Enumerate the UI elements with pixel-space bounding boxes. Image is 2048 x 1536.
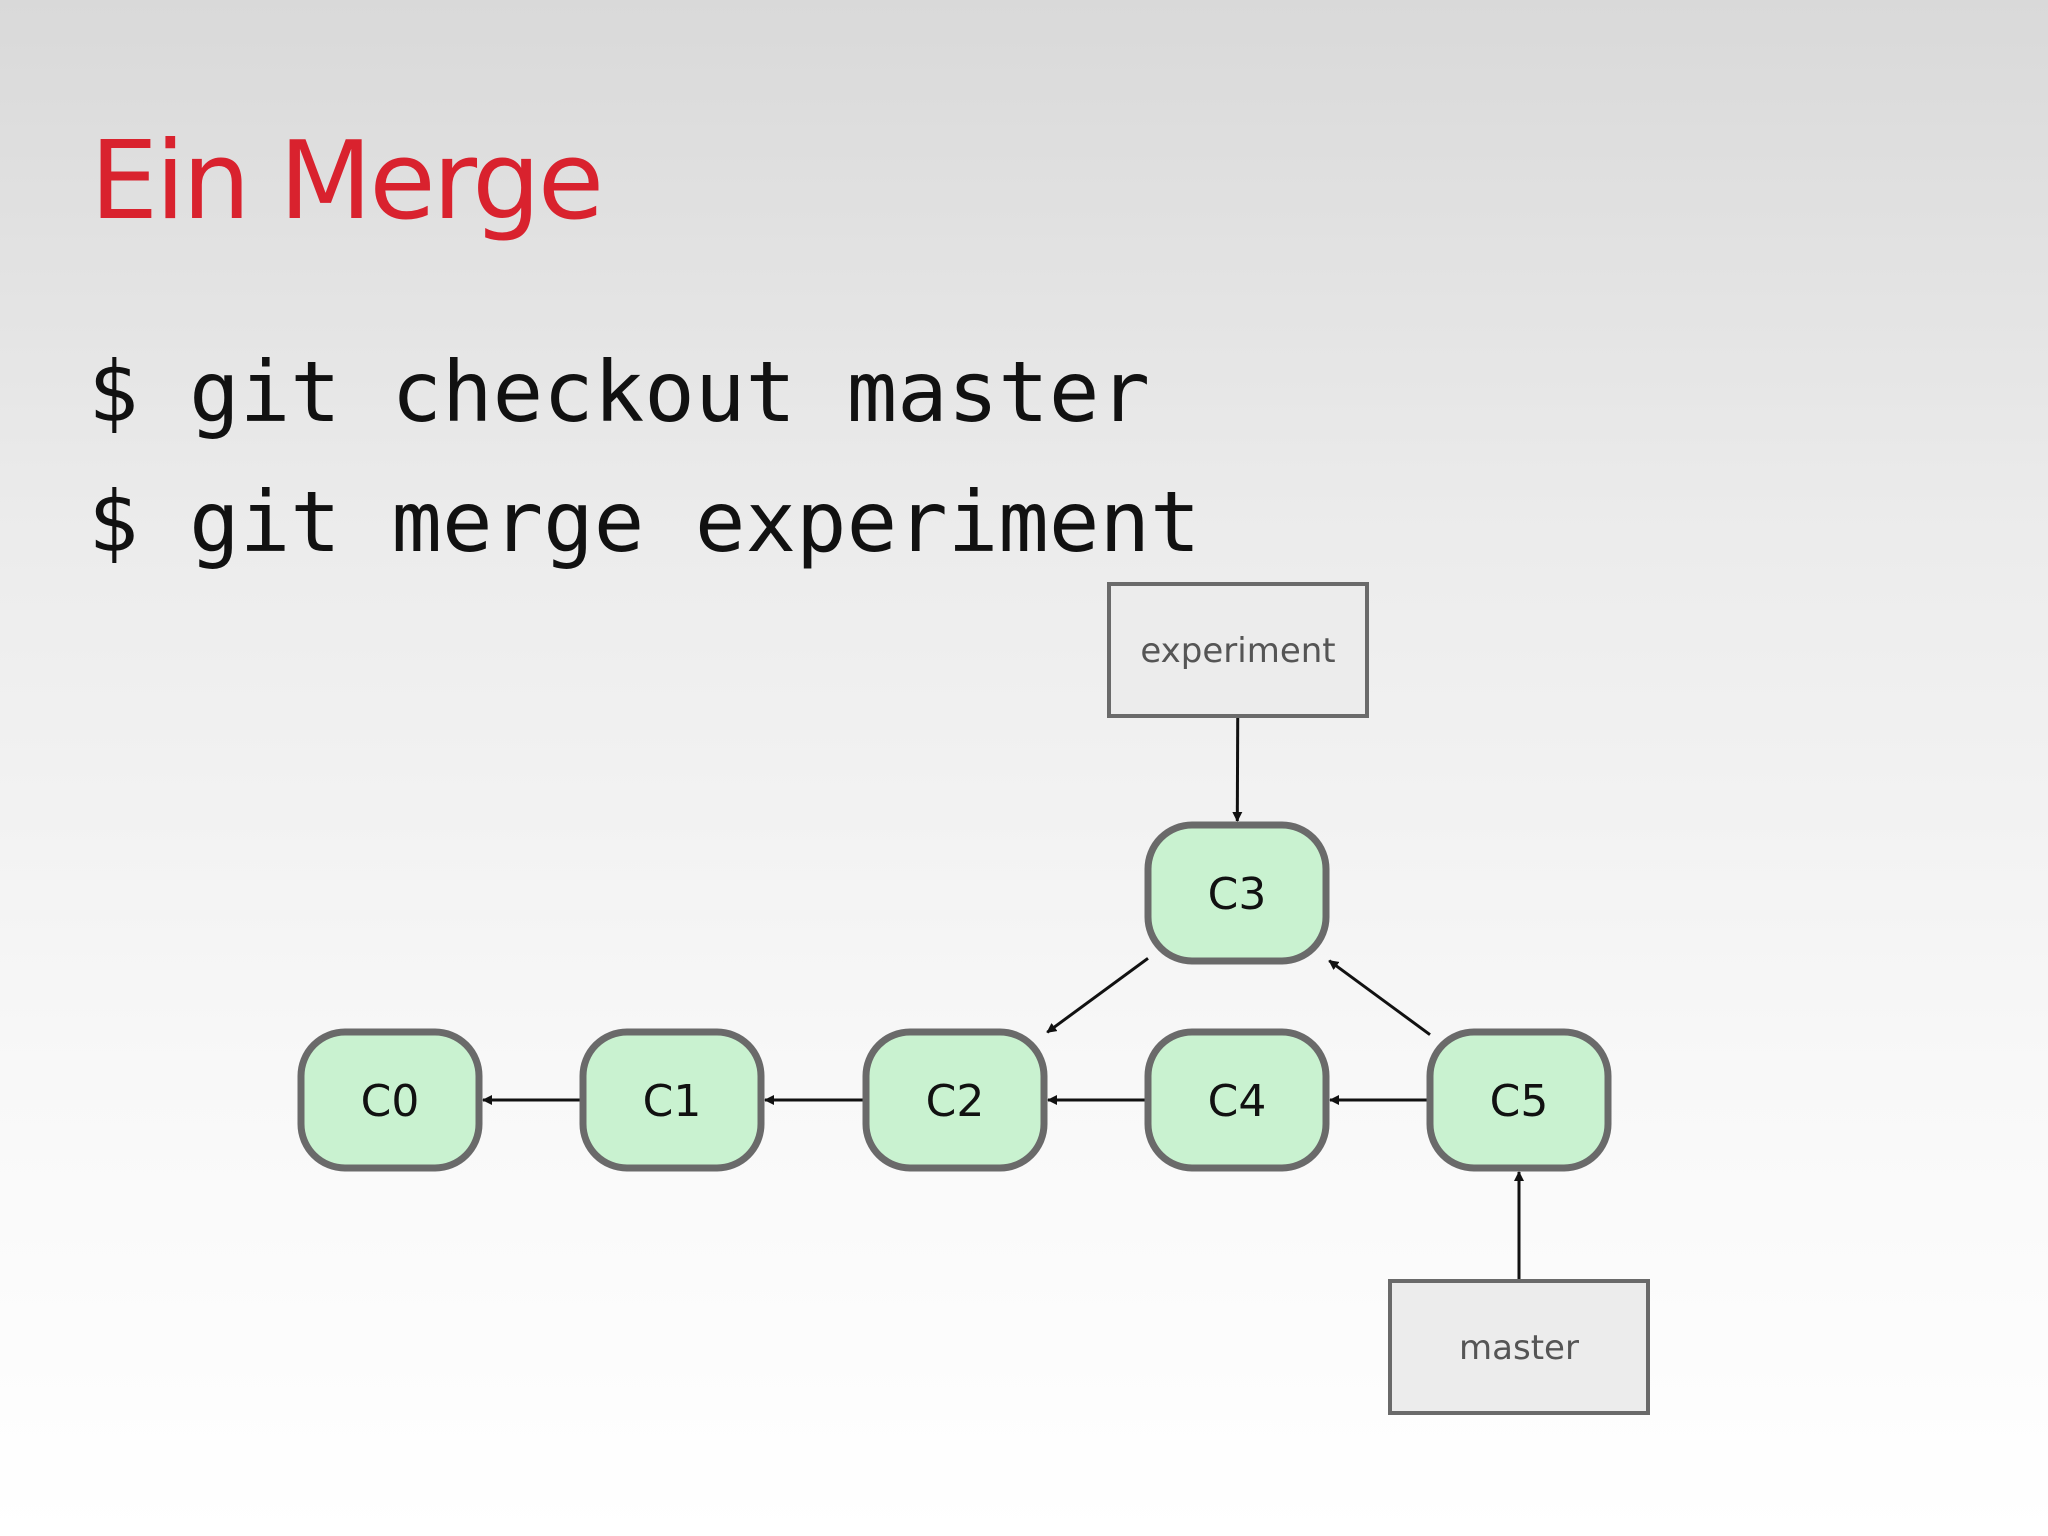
slide-title: Ein Merge: [90, 119, 604, 244]
branch-ref-box: [1388, 1279, 1650, 1415]
commit-label: C1: [643, 1076, 702, 1127]
branch-ref-experiment: experiment: [1107, 582, 1369, 718]
commit-box: [1426, 1028, 1612, 1172]
commit-label: C5: [1490, 1076, 1549, 1127]
command-line-merge: $ git merge experiment: [88, 473, 1201, 571]
commit-node-c2: C2: [862, 1028, 1048, 1172]
edges-layer: [482, 715, 1524, 1281]
commit-node-c4: C4: [1144, 1028, 1330, 1172]
command-line-checkout: $ git checkout master: [88, 343, 1151, 441]
commit-node-c3: C3: [1144, 821, 1330, 965]
commit-label: C0: [361, 1076, 420, 1127]
commit-box: [297, 1028, 483, 1172]
branch-ref-box: [1107, 582, 1369, 718]
commit-box: [1144, 821, 1330, 965]
commit-label: C3: [1208, 869, 1267, 920]
commit-box: [1144, 1028, 1330, 1172]
commit-label: C2: [926, 1076, 985, 1127]
commit-node-c5: C5: [1426, 1028, 1612, 1172]
branch-ref-label: master: [1459, 1328, 1579, 1368]
commit-node-c0: C0: [297, 1028, 483, 1172]
commit-node-c1: C1: [579, 1028, 765, 1172]
parent-arrow-c5-c3: [1328, 959, 1431, 1036]
commit-label: C4: [1208, 1076, 1267, 1127]
branch-ref-label: experiment: [1140, 631, 1335, 671]
commit-box: [579, 1028, 765, 1172]
branch-ref-master: master: [1388, 1279, 1650, 1415]
parent-arrow-c3-c2: [1046, 957, 1149, 1034]
commit-box: [862, 1028, 1048, 1172]
